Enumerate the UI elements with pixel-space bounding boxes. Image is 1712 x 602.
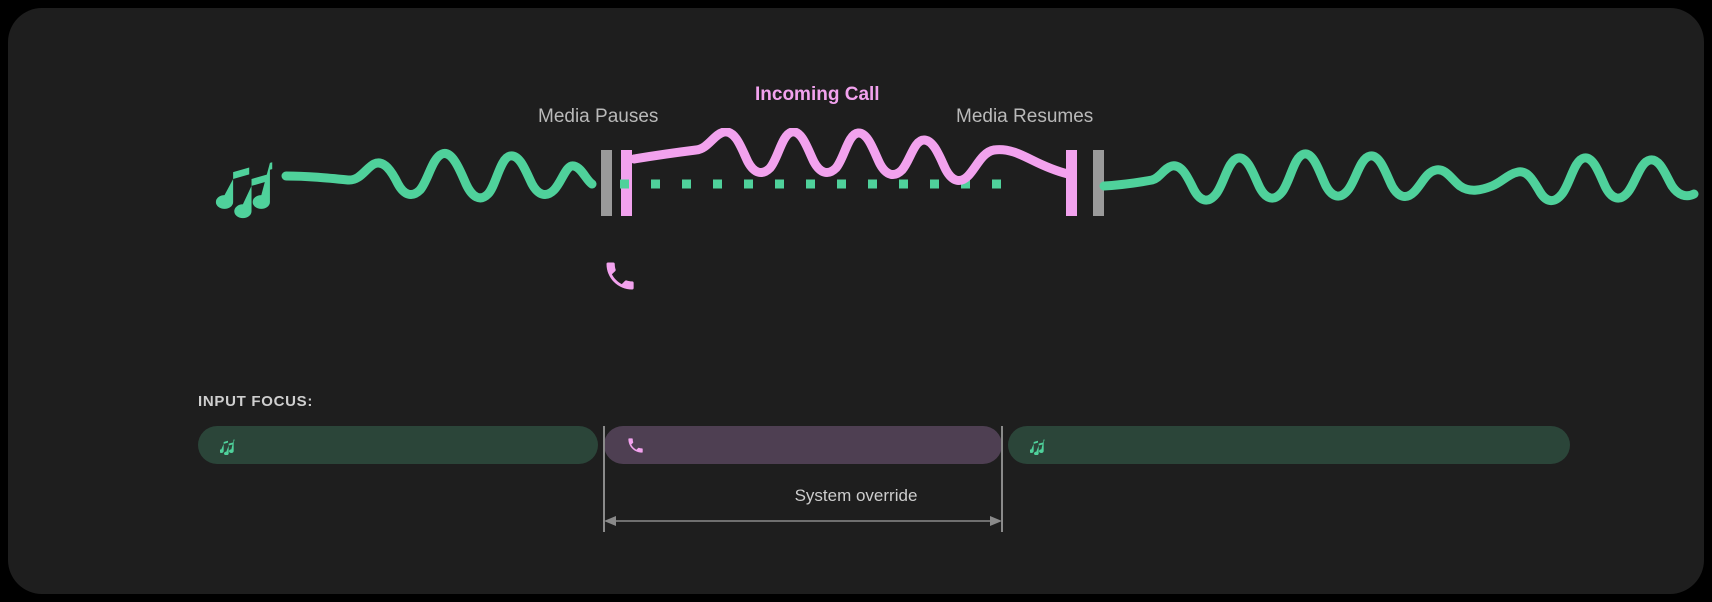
- override-bracket-left: [603, 426, 605, 532]
- focus-bar-media-right[interactable]: [1008, 426, 1570, 464]
- focus-bar-media-left[interactable]: [198, 426, 598, 464]
- music-notes-icon: [220, 439, 235, 455]
- override-bracket-right: [1001, 426, 1003, 532]
- waveform-incoming-call: [629, 128, 1073, 185]
- diagram-card: Media Pauses Incoming Call Media Resumes: [8, 8, 1704, 594]
- music-notes-icon: [215, 162, 273, 219]
- label-system-override: System override: [794, 486, 918, 505]
- marker-pause-gray: [601, 150, 612, 216]
- waveform-media-right: [1099, 149, 1699, 205]
- phone-icon: [606, 262, 634, 290]
- override-span-arrow: [604, 516, 1002, 526]
- waveform-media-left: [281, 149, 597, 203]
- label-incoming-call: Incoming Call: [755, 84, 880, 105]
- phone-icon: [628, 437, 643, 453]
- input-focus-title: INPUT FOCUS:: [198, 393, 314, 410]
- marker-resume-gray: [1093, 150, 1104, 216]
- label-media-pauses: Media Pauses: [538, 106, 659, 127]
- marker-call-end-pink: [1066, 150, 1077, 216]
- focus-bar-call[interactable]: [604, 426, 1002, 464]
- audio-timeline: [8, 128, 1704, 238]
- music-notes-icon: [1030, 439, 1045, 455]
- label-media-resumes: Media Resumes: [956, 106, 1094, 127]
